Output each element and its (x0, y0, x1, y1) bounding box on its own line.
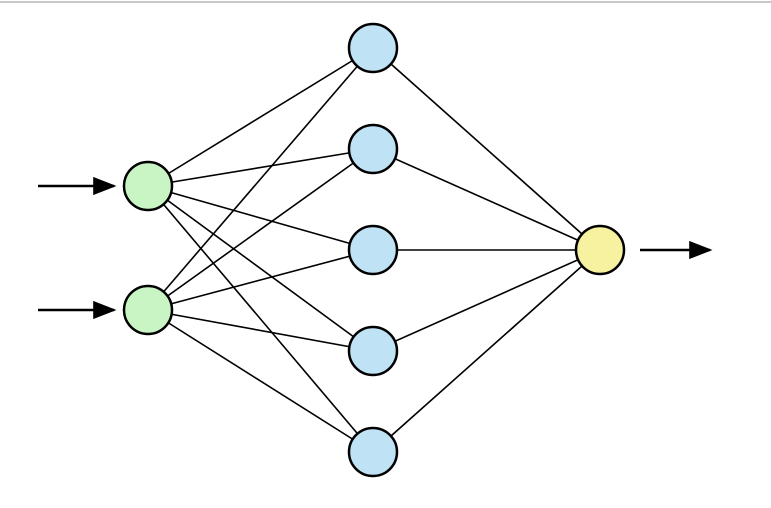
edge-input2-hidden3 (147, 249, 374, 311)
edge-hidden4-output1 (372, 249, 601, 352)
input-node-1 (122, 160, 174, 212)
edge-input2-hidden1 (147, 47, 374, 311)
hidden-node-1 (347, 22, 399, 74)
edge-input1-hidden3 (147, 185, 374, 251)
edge-input1-hidden4 (147, 185, 374, 352)
edge-hidden5-output1 (372, 249, 601, 453)
hidden-node-5 (347, 426, 399, 478)
output-node-1 (574, 224, 626, 276)
edge-hidden1-output1 (372, 47, 601, 251)
edge-input2-hidden5 (147, 309, 374, 453)
top-border (0, 1, 771, 3)
edge-input2-hidden4 (147, 309, 374, 352)
edge-input2-hidden2 (147, 148, 374, 311)
edge-input1-hidden2 (147, 148, 374, 187)
edge-input1-hidden1 (147, 47, 374, 187)
edge-input1-hidden5 (147, 185, 374, 453)
hidden-node-2 (347, 123, 399, 175)
hidden-node-4 (347, 325, 399, 377)
edge-hidden2-output1 (372, 148, 601, 251)
input-node-2 (122, 284, 174, 336)
hidden-node-3 (347, 224, 399, 276)
